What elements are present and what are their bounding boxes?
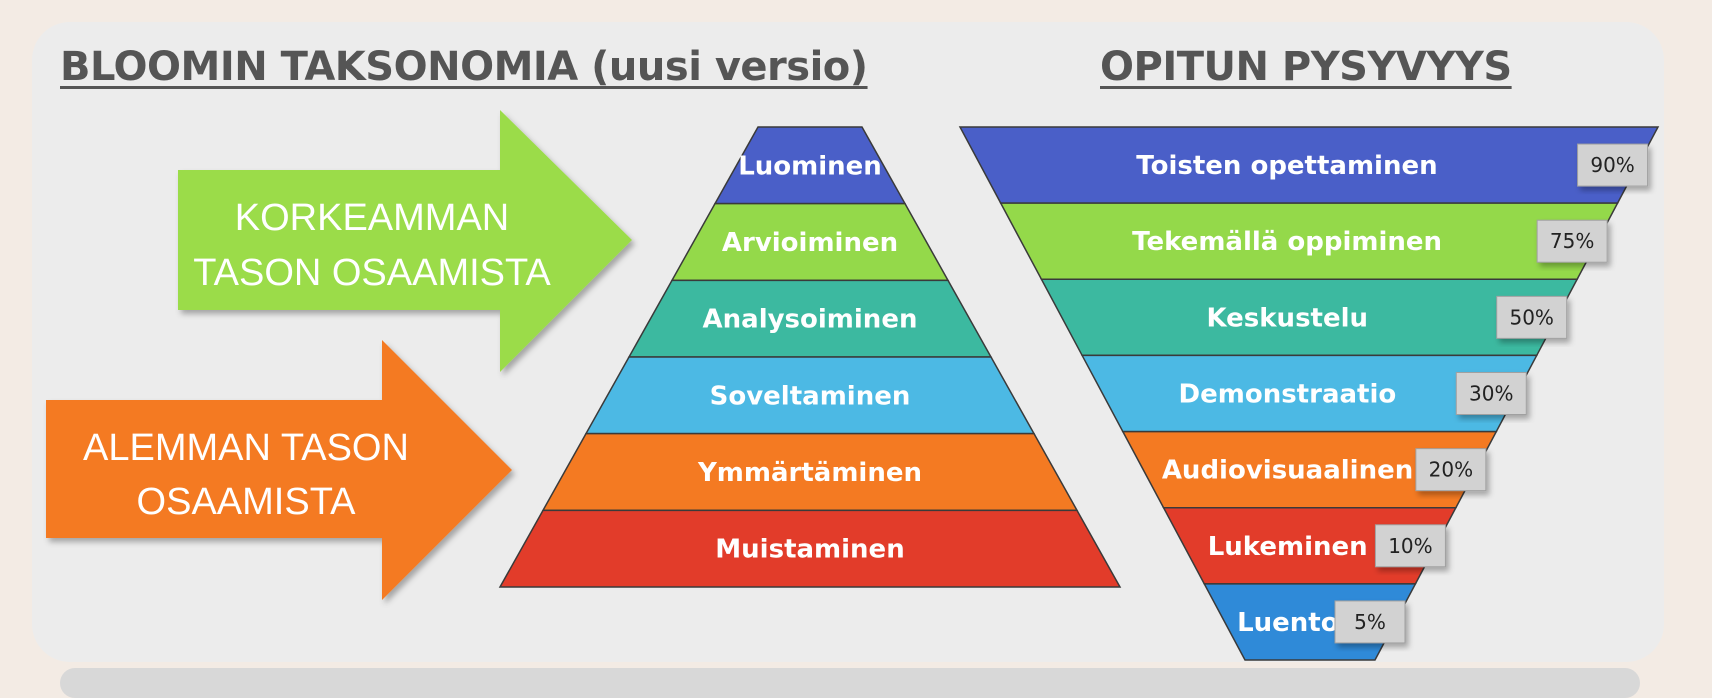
percent-badge (1374, 524, 1446, 568)
pyramid-level-label: Soveltaminen (710, 381, 911, 411)
lower-level-arrow-shape (46, 340, 512, 600)
percent-badge-value: 50% (1509, 305, 1553, 329)
percent-badge (1577, 143, 1649, 187)
percent-badge (1496, 295, 1568, 339)
lower-level-arrow: ALEMMAN TASON OSAAMISTA (46, 340, 512, 600)
retention-funnel: Toisten opettaminen 90% Tekemällä oppimine… (958, 126, 1660, 661)
percent-badge-value: 75% (1550, 229, 1594, 253)
higher-level-label-line1: KORKEAMMAN (235, 197, 509, 239)
pyramid-level-label: Analysoiminen (703, 305, 918, 335)
bloom-pyramid: LuominenArvioiminenAnalysoiminenSoveltam… (498, 126, 1122, 588)
percent-badge (1415, 448, 1487, 492)
pyramid-level-5 (498, 509, 1122, 588)
funnel-level-label: Tekemällä oppiminen (1132, 227, 1442, 257)
percent-badge (1334, 600, 1406, 644)
diagram-canvas: KORKEAMMAN TASON OSAAMISTA ALEMMAN TASON… (46, 110, 1660, 661)
funnel-level-label: Demonstraatio (1179, 380, 1397, 410)
retention-title: OPITUN PYSYVYYS (1100, 44, 1512, 90)
higher-level-arrow: KORKEAMMAN TASON OSAAMISTA (178, 110, 632, 372)
pyramid-level-label: Arvioiminen (722, 228, 898, 258)
percent-badge-value: 90% (1590, 153, 1634, 177)
funnel-level-label: Lukeminen (1208, 532, 1368, 562)
percent-badge-value: 30% (1469, 382, 1513, 406)
pyramid-level-label: Ymmärtäminen (697, 458, 922, 488)
percent-badge (1455, 372, 1527, 415)
percent-badge-value: 5% (1354, 610, 1386, 634)
higher-level-label-line2: TASON OSAAMISTA (193, 252, 551, 294)
lower-level-label-line2: OSAAMISTA (137, 481, 357, 523)
funnel-level-label: Toisten opettaminen (1136, 151, 1437, 181)
percent-badge-value: 20% (1429, 458, 1473, 482)
pyramid-level-label: Muistaminen (715, 535, 904, 565)
funnel-level-label: Audiovisuaalinen (1162, 456, 1413, 486)
pyramid-level-label: Luominen (738, 151, 882, 181)
lower-level-label-line1: ALEMMAN TASON (83, 427, 409, 469)
higher-level-arrow-shape (178, 110, 632, 372)
bloom-taxonomy-title: BLOOMIN TAKSONOMIA (uusi versio) (60, 44, 868, 90)
percent-badge-value: 10% (1388, 534, 1432, 558)
funnel-level-label: Luento (1237, 608, 1339, 638)
percent-badge (1536, 219, 1608, 263)
funnel-level-label: Keskustelu (1206, 303, 1368, 333)
